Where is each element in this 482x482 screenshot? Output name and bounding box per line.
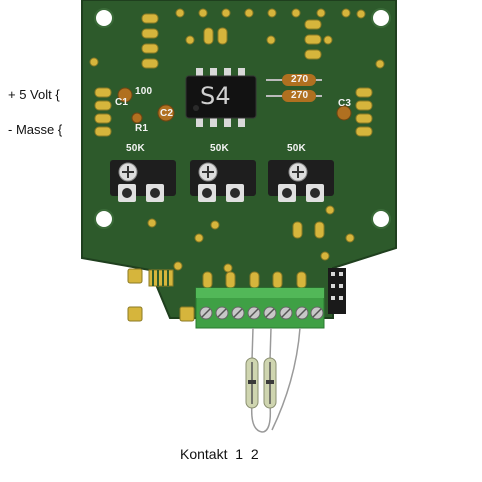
- top-pads: [89, 8, 385, 69]
- ground-label: - Masse {: [8, 122, 63, 137]
- resistor-100-label: 100: [135, 86, 153, 97]
- capacitors: [117, 87, 352, 124]
- potentiometers: [110, 160, 334, 202]
- chip-marking: S4: [200, 82, 231, 110]
- contact-caption: Kontakt 1 2: [180, 446, 259, 462]
- terminal-block: [195, 271, 325, 329]
- lower-pads: [147, 205, 355, 273]
- left-header-pads: [94, 13, 373, 137]
- reed-switches: [245, 357, 277, 409]
- resistor-270-top-label: 270: [291, 74, 309, 85]
- pin-header: [328, 268, 346, 314]
- pot-1-value-label: 50K: [126, 143, 145, 154]
- mounting-holes: [94, 8, 391, 229]
- resistor-r1-label: R1: [135, 123, 149, 134]
- edge-stripes: [152, 270, 169, 286]
- capacitor-c3-label: C3: [338, 98, 352, 109]
- resistor-270-bodies: [266, 74, 322, 102]
- reed-contact-wires: [250, 327, 301, 433]
- resistor-270-bottom-label: 270: [291, 90, 309, 101]
- power-plus-label: + 5 Volt {: [8, 87, 60, 102]
- pot-2-value-label: 50K: [210, 143, 229, 154]
- pot-3-value-label: 50K: [287, 143, 306, 154]
- capacitor-c1-label: C1: [115, 97, 129, 108]
- capacitor-c2-label: C2: [160, 108, 174, 119]
- ic-chip: [185, 68, 257, 127]
